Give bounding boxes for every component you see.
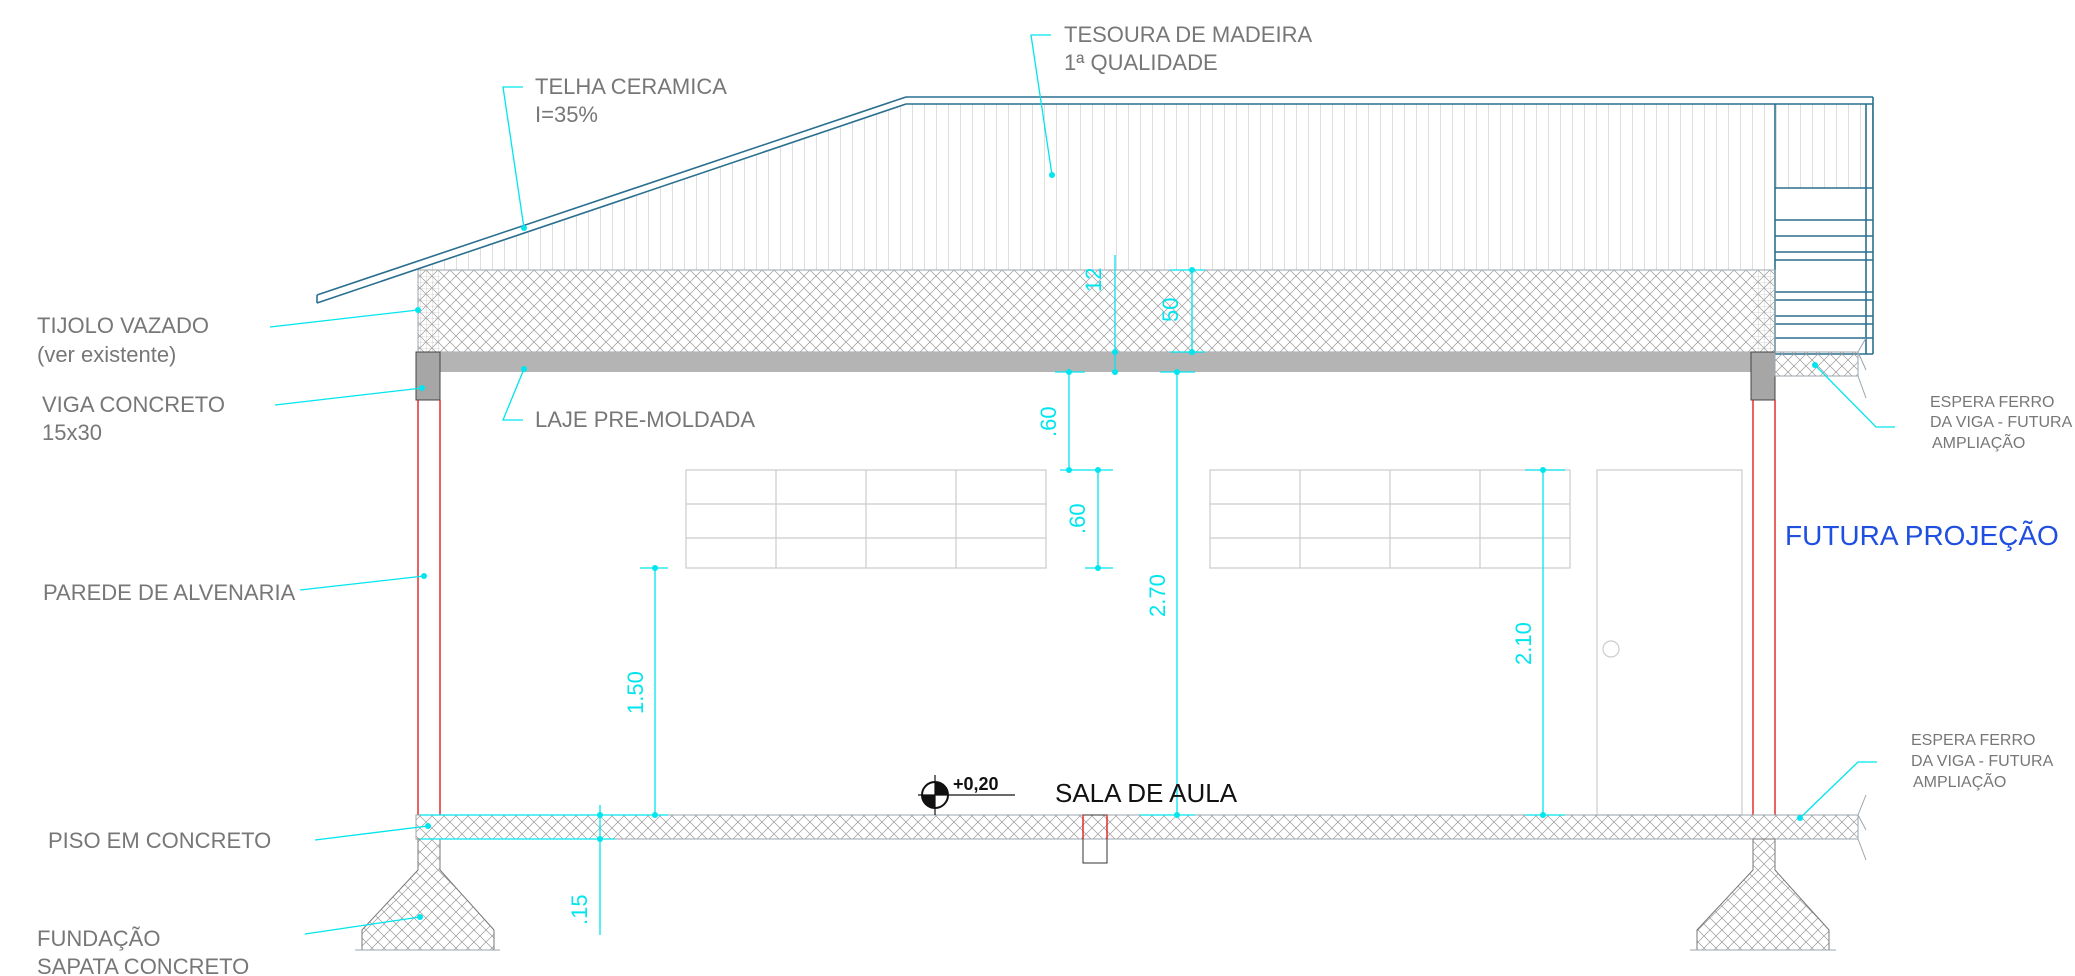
label-tijolo-line2: (ver existente): [37, 342, 176, 367]
label-viga-line1: VIGA CONCRETO: [42, 392, 225, 417]
dim-50: 50: [1158, 298, 1183, 322]
laje-pre-moldada: [418, 352, 1775, 372]
label-fundacao-line1: FUNDAÇÃO: [37, 926, 160, 951]
dim-270: 2.70: [1145, 574, 1170, 617]
label-fundacao-line2: SAPATA CONCRETO: [37, 954, 249, 976]
dim-210: 2.10: [1511, 622, 1536, 665]
dim-60-upper: .60: [1036, 406, 1061, 437]
roof-eave-siding: [1775, 104, 1873, 188]
dim-15: .15: [567, 894, 592, 925]
label-telha-line1: TELHA CERAMICA: [535, 74, 727, 99]
piso-concreto: [415, 814, 1859, 840]
label-viga-line2: 15x30: [42, 420, 102, 445]
sapata-left: [355, 838, 500, 951]
label-espera-bottom-line1: ESPERA FERRO: [1911, 732, 2035, 749]
label-parede: PAREDE DE ALVENARIA: [43, 580, 296, 605]
tijolo-vazado-band: [417, 269, 1776, 353]
roof-truss-infill: [418, 104, 1775, 270]
label-espera-top-line1: ESPERA FERRO: [1930, 394, 2054, 411]
level-marker: [918, 775, 1015, 815]
dim-60-lower: .60: [1065, 503, 1090, 534]
label-espera-top-line3: AMPLIAÇÃO: [1932, 432, 2025, 452]
label-tijolo-line1: TIJOLO VAZADO: [37, 313, 209, 338]
door: [1596, 469, 1743, 816]
label-espera-top-line2: DA VIGA - FUTURA: [1930, 414, 2073, 431]
sapata-right: [1690, 838, 1836, 951]
label-futura-projecao: FUTURA PROJEÇÃO: [1785, 520, 2059, 551]
window-right: [1209, 469, 1571, 569]
dim-12: 12: [1081, 268, 1106, 292]
viga-right: [1750, 351, 1776, 401]
tijolo-right-pier: [1753, 270, 1775, 352]
label-espera-bottom-line3: AMPLIAÇÃO: [1913, 771, 2006, 791]
masonry-walls: [417, 400, 1776, 815]
label-espera-bottom-line2: DA VIGA - FUTURA: [1911, 753, 2054, 770]
label-tesoura-line2: 1ª QUALIDADE: [1064, 50, 1218, 75]
label-piso: PISO EM CONCRETO: [48, 828, 271, 853]
label-tesoura-line1: TESOURA DE MADEIRA: [1064, 22, 1312, 47]
label-telha-line2: I=35%: [535, 102, 598, 127]
viga-left: [415, 351, 441, 401]
label-laje: LAJE PRE-MOLDADA: [535, 407, 755, 432]
tijolo-left-pier: [418, 270, 440, 352]
leader-lines: [269, 34, 1895, 935]
dim-150: 1.50: [623, 671, 648, 714]
label-sala-de-aula: SALA DE AULA: [1055, 778, 1238, 808]
label-level-mark: +0,20: [953, 774, 999, 794]
dimension-lines: [420, 255, 1565, 935]
window-left: [685, 469, 1047, 569]
